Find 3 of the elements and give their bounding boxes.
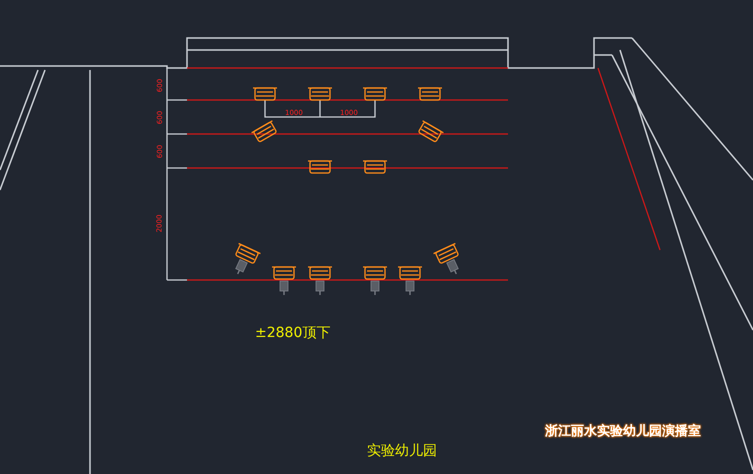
room-label: 实验幼儿园 — [367, 444, 437, 458]
caption: 浙江丽水实验幼儿园演播室 — [545, 425, 701, 438]
note-label: ±2880顶下 — [255, 326, 330, 340]
